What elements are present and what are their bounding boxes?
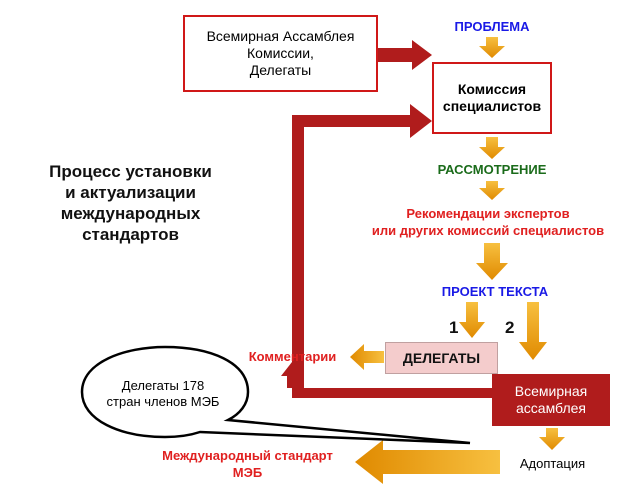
arrow-assembly-to-commission [378, 40, 432, 70]
label-draft-text: ПРОЕКТ ТЕКСТА [441, 284, 549, 299]
arrow-commission-down [479, 137, 505, 159]
arrow-delegates-to-comments [350, 344, 384, 370]
arrow-review-down [479, 181, 505, 200]
label-number-1: 1 [449, 318, 459, 337]
box-delegates: ДЕЛЕГАТЫ [385, 342, 498, 374]
box-specialist-commission: Комиссия специалистов [432, 62, 552, 134]
bubble-text: Делегаты 178 стран членов МЭБ [106, 378, 220, 409]
arrow-up-to-comments [281, 362, 303, 388]
arrow-path-2 [519, 302, 547, 360]
arrow-assembly-to-adoption [539, 428, 565, 450]
arrow-problem-down [479, 37, 505, 58]
arrow-adoption-to-standard [355, 440, 500, 484]
label-international-standard: Международный стандарт МЭБ [162, 448, 333, 480]
box-world-assembly: Всемирная ассамблея [492, 374, 610, 426]
label-review: РАССМОТРЕНИЕ [437, 162, 547, 177]
arrow-recommendations-down [476, 243, 508, 280]
label-problem: ПРОБЛЕМА [454, 19, 530, 34]
process-title: Процесс установки и актуализации междуна… [49, 162, 212, 244]
box-world-assembly-commissions: Всемирная Ассамблея Комиссии, Делегаты [183, 15, 378, 92]
arrow-path-1 [459, 302, 485, 338]
label-number-2: 2 [505, 318, 515, 337]
label-expert-recommendations: Рекомендации экспертов или других комисс… [371, 206, 605, 238]
label-comments: Комментарии [248, 349, 337, 364]
label-adoption: Адоптация [519, 456, 586, 471]
speech-bubble [80, 345, 471, 445]
